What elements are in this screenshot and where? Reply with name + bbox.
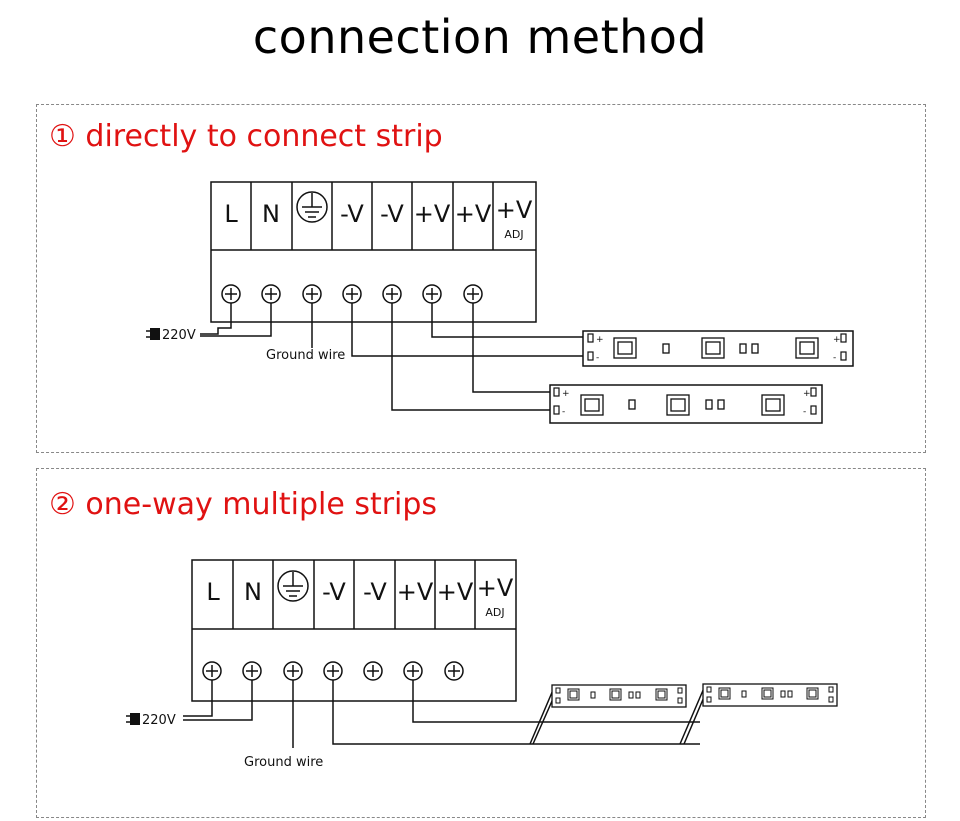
section-heading: ① directly to connect strip	[49, 119, 443, 154]
page-title: connection method	[252, 10, 708, 64]
section-multiple-strips: ② one-way multiple strips	[36, 468, 926, 818]
section-direct-connect: ① directly to connect strip	[36, 104, 926, 453]
section-heading: ② one-way multiple strips	[49, 487, 438, 522]
